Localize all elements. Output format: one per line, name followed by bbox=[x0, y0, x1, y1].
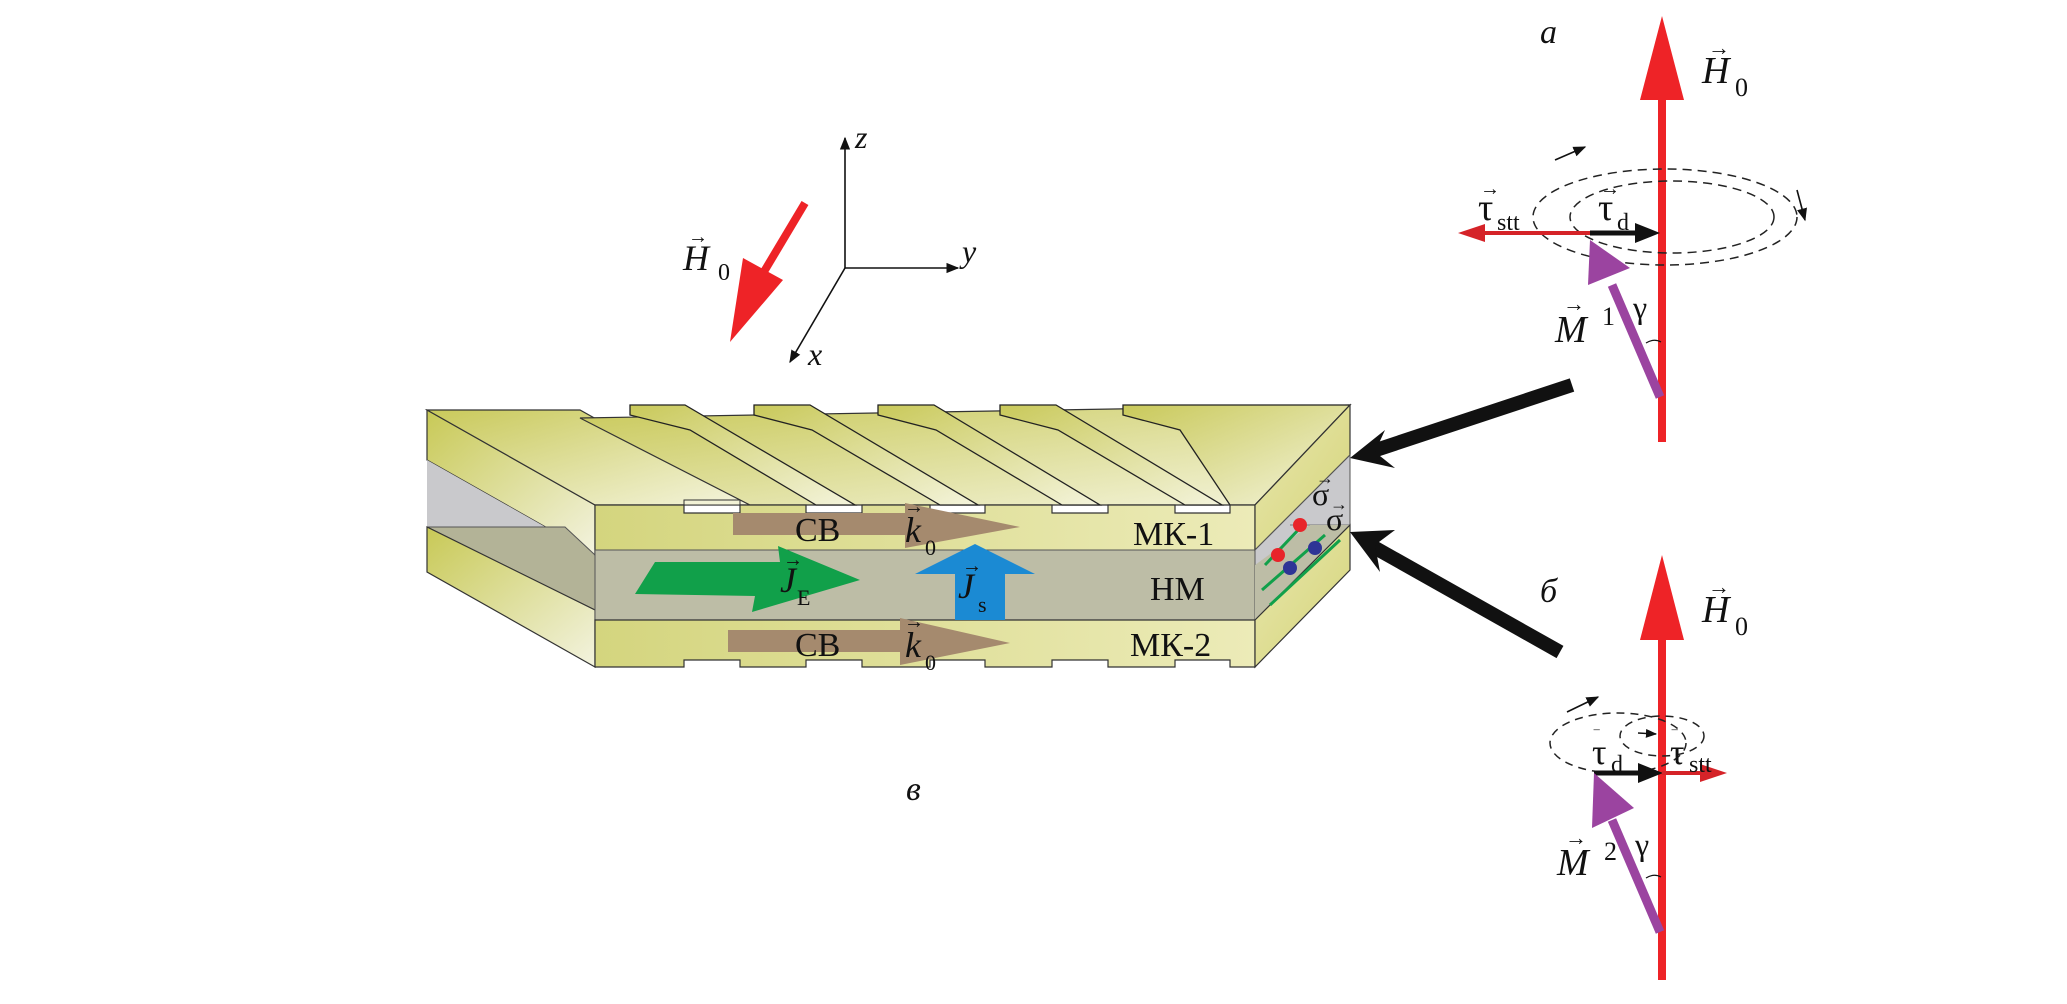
spin-polarization-bottom: σ bbox=[1326, 501, 1343, 537]
tau-stt-label-a: τ bbox=[1478, 187, 1493, 229]
metal-layer-label: НМ bbox=[1150, 571, 1205, 608]
right-bottom-face bbox=[1254, 523, 1351, 669]
coordinate-axes bbox=[789, 136, 960, 364]
pointer-arrows bbox=[1350, 378, 1575, 659]
precession-orbit-inner-a bbox=[1569, 180, 1775, 254]
panel-a: а H 0 → τ stt → τ d → M 1 → γ bbox=[1458, 14, 1807, 442]
electron-blue bbox=[1308, 541, 1322, 555]
tau-d-sub-a: d bbox=[1617, 210, 1629, 236]
vector-arrow-mark: → bbox=[904, 496, 924, 518]
field-arrowhead-a bbox=[1640, 16, 1684, 100]
field-sub-a: 0 bbox=[1735, 73, 1748, 102]
vector-arrow-mark: → bbox=[1563, 291, 1585, 316]
rotation-arrow-b-inner bbox=[1637, 728, 1658, 738]
panel-letter-c: в bbox=[906, 771, 921, 808]
vector-arrow-mark: → bbox=[1480, 178, 1500, 200]
vector-arrow-mark: → bbox=[1600, 178, 1620, 200]
tau-d-label-a: τ bbox=[1598, 187, 1613, 229]
magnetization-arrowhead-b bbox=[1592, 773, 1634, 828]
wavevector-sub-top: 0 bbox=[925, 535, 936, 560]
angle-label-b: γ bbox=[1634, 826, 1649, 862]
electron-spins bbox=[1261, 518, 1342, 607]
tau-stt-arrowhead-b bbox=[1700, 764, 1727, 782]
electron-red bbox=[1271, 548, 1285, 562]
vector-arrow-mark: → bbox=[1565, 825, 1587, 850]
rotation-arrow-a bbox=[1554, 146, 1587, 161]
wave-label-bottom: СВ bbox=[795, 627, 840, 664]
spin-wave-arrow-top bbox=[733, 503, 1020, 548]
spin-current-label: J bbox=[958, 566, 976, 606]
magnetization-sup-a: 1 bbox=[1602, 302, 1615, 331]
precession-orbit-outer-a bbox=[1532, 168, 1798, 266]
precession-orbit-inner-b bbox=[1619, 715, 1705, 757]
charge-current-label: J bbox=[780, 560, 798, 600]
axis-label-z: z bbox=[854, 119, 868, 155]
spin-current-arrow bbox=[915, 544, 1035, 620]
charge-current-arrow bbox=[635, 546, 860, 612]
field-label-a: H bbox=[1701, 50, 1732, 92]
vector-arrow-mark: → bbox=[1708, 35, 1730, 60]
panel-letter-a: а bbox=[1540, 14, 1557, 51]
pointer-arrow-to-bottom bbox=[1366, 538, 1564, 659]
axis-label-x: x bbox=[807, 336, 822, 372]
spin-wave-arrow-bottom bbox=[728, 618, 1010, 665]
angle-arc-a bbox=[1645, 339, 1662, 344]
x-axis bbox=[789, 267, 846, 364]
field-sub-diagonal: 0 bbox=[718, 260, 730, 286]
wavevector-label-top: k bbox=[905, 510, 922, 550]
tau-d-sub-b: d bbox=[1611, 752, 1623, 778]
vector-arrow-mark: → bbox=[688, 226, 708, 248]
wavevector-label-bottom: k bbox=[905, 625, 922, 665]
rotation-arrow-b bbox=[1566, 696, 1600, 713]
vector-arrow-mark: → bbox=[783, 549, 803, 571]
magnetization-arrowhead-a bbox=[1588, 240, 1630, 285]
field-arrowhead-b bbox=[1640, 555, 1684, 640]
panel-letter-b: б bbox=[1540, 573, 1559, 610]
tau-d-label-b: τ bbox=[1592, 732, 1606, 772]
grating-ridges bbox=[629, 404, 1352, 506]
pointer-arrow-to-top bbox=[1367, 378, 1575, 459]
field-sub-b: 0 bbox=[1735, 612, 1748, 641]
wave-label-top: СВ bbox=[795, 512, 840, 549]
rotation-arrow-a-right bbox=[1796, 189, 1807, 222]
pointer-arrow-head bbox=[1350, 430, 1395, 468]
vector-arrow-mark: → bbox=[1708, 574, 1730, 599]
vector-arrow-mark: ‾ bbox=[1671, 728, 1678, 746]
vector-arrow-mark: → bbox=[962, 555, 982, 577]
precession-orbit-outer-b bbox=[1549, 712, 1687, 774]
field-arrow-diagonal bbox=[730, 200, 809, 342]
charge-current-sub: E bbox=[797, 585, 810, 610]
angle-arc-b bbox=[1645, 874, 1662, 879]
electron-blue bbox=[1283, 561, 1297, 575]
magnetization-arrow-a bbox=[1607, 283, 1665, 399]
field-label-diagonal: H bbox=[682, 238, 711, 278]
bottom-layer-label: МК-2 bbox=[1130, 627, 1211, 664]
top-layer-label: МК-1 bbox=[1133, 516, 1214, 553]
magnetization-label-b: M bbox=[1556, 842, 1591, 884]
magnetization-label-a: M bbox=[1554, 309, 1589, 351]
tau-stt-sub-a: stt bbox=[1497, 210, 1520, 236]
vector-arrow-mark: → bbox=[1330, 494, 1348, 514]
pointer-arrow-head bbox=[1350, 530, 1395, 572]
spin-current-sub: s bbox=[978, 592, 987, 617]
electron-red bbox=[1293, 518, 1307, 532]
tau-stt-arrowhead-a bbox=[1458, 224, 1485, 242]
vector-arrow-mark: → bbox=[1316, 468, 1334, 488]
top-notches bbox=[683, 499, 741, 506]
spin-polarization-top: σ bbox=[1312, 476, 1329, 512]
angle-label-a: γ bbox=[1632, 289, 1647, 325]
magnetization-sup-b: 2 bbox=[1604, 837, 1617, 866]
tau-d-arrowhead-b bbox=[1638, 763, 1663, 783]
vector-arrow-mark: ‾ bbox=[1593, 728, 1600, 746]
layered-structure: СВ СВ k 0 → k 0 → J E → J s → МК-1 НМ МК… bbox=[424, 403, 1352, 675]
tau-d-arrowhead-a bbox=[1635, 223, 1660, 243]
tau-stt-sub-b: stt bbox=[1689, 752, 1712, 778]
wavevector-sub-bottom: 0 bbox=[925, 650, 936, 675]
field-label-b: H bbox=[1701, 589, 1732, 631]
vector-arrow-mark: → bbox=[904, 611, 924, 633]
magnetization-arrow-b bbox=[1607, 818, 1665, 934]
axis-label-y: y bbox=[959, 233, 977, 269]
panel-b: б H 0 → τ d ‾ τ stt ‾ M 2 → γ bbox=[1540, 555, 1748, 980]
tau-stt-label-b: τ bbox=[1670, 732, 1684, 772]
